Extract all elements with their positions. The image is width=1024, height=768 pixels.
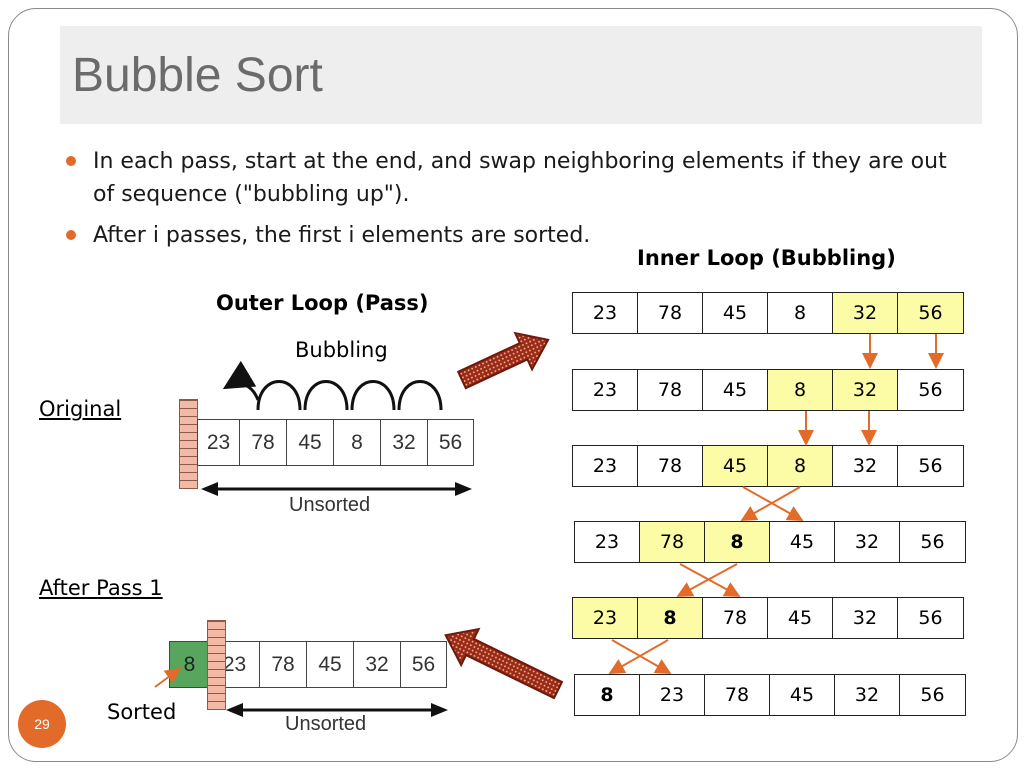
- array-cell: 23: [573, 598, 638, 638]
- bullet-text: After i passes, the first i elements are…: [93, 223, 591, 248]
- bullet-dot-icon: [66, 156, 76, 166]
- array-cell: 32: [835, 675, 900, 715]
- array-cell: 45: [703, 446, 768, 486]
- array-cell: 23: [573, 293, 638, 333]
- array-cell: 56: [898, 370, 963, 410]
- unsorted-label-bottom: Unsorted: [285, 713, 367, 735]
- page-number-badge: 29: [18, 700, 66, 748]
- bullet-item: After i passes, the first i elements are…: [66, 219, 966, 252]
- slide-title: Bubble Sort: [72, 49, 323, 102]
- bullet-text: In each pass, start at the end, and swap…: [93, 149, 947, 207]
- bubbling-loops-icon: [222, 360, 443, 411]
- array-cell: 32: [833, 598, 898, 638]
- array-cell: 78: [638, 446, 703, 486]
- array-cell: 32: [833, 446, 898, 486]
- brick-wall-icon: [207, 620, 226, 710]
- after-pass-1-label: After Pass 1: [39, 576, 163, 600]
- array-cell: 32: [833, 293, 898, 333]
- array-cell: 45: [770, 675, 835, 715]
- array-cell: 23: [573, 446, 638, 486]
- big-arrow-to-inner-loop-icon: [456, 331, 550, 390]
- array-cell: 23: [575, 522, 640, 562]
- figure-cell: 45: [287, 420, 334, 465]
- array-cell: 56: [900, 522, 965, 562]
- array-cell: 78: [638, 370, 703, 410]
- array-cell: 56: [900, 675, 965, 715]
- unsorted-label-top: Unsorted: [289, 494, 371, 516]
- figure-cell: 32: [354, 642, 401, 687]
- array-cell: 8: [768, 446, 833, 486]
- inner-loop-label: Inner Loop (Bubbling): [637, 246, 896, 270]
- array-cell: 78: [703, 598, 768, 638]
- bullet-item: In each pass, start at the end, and swap…: [66, 145, 966, 211]
- sorted-pointer-arrow: [154, 667, 182, 688]
- array-cell: 23: [573, 370, 638, 410]
- figure-cell: 45: [307, 642, 354, 687]
- array-cell: 56: [898, 293, 963, 333]
- original-label: Original: [39, 397, 122, 421]
- bullet-list: In each pass, start at the end, and swap…: [66, 145, 966, 260]
- figure-cell: 56: [401, 642, 446, 687]
- figure-cell: 23: [198, 420, 240, 465]
- array-cell: 8: [705, 522, 770, 562]
- figure-cell: 8: [334, 420, 381, 465]
- figure-cell: 78: [260, 642, 307, 687]
- title-bar: [60, 26, 982, 124]
- figure-cell: 78: [240, 420, 287, 465]
- figure-cell: 56: [428, 420, 473, 465]
- array-cell: 45: [768, 598, 833, 638]
- array-cell: 78: [638, 293, 703, 333]
- array-cell: 78: [640, 522, 705, 562]
- brick-wall-icon: [179, 399, 198, 489]
- array-cell: 32: [835, 522, 900, 562]
- outer-loop-label: Outer Loop (Pass): [216, 291, 429, 315]
- array-cell: 45: [770, 522, 835, 562]
- array-cell: 8: [768, 370, 833, 410]
- swap-arrows: [608, 334, 944, 674]
- sorted-label: Sorted: [107, 700, 177, 724]
- bubbling-label: Bubbling: [295, 338, 388, 362]
- array-cell: 32: [833, 370, 898, 410]
- array-cell: 45: [703, 293, 768, 333]
- bullet-dot-icon: [66, 230, 76, 240]
- array-cell: 56: [898, 446, 963, 486]
- array-cell: 45: [703, 370, 768, 410]
- array-cell: 8: [768, 293, 833, 333]
- big-arrow-to-after-pass-icon: [444, 627, 564, 700]
- figure-cell: 32: [381, 420, 428, 465]
- array-cell: 23: [640, 675, 705, 715]
- array-cell: 56: [898, 598, 963, 638]
- array-cell: 8: [575, 675, 640, 715]
- array-cell: 8: [638, 598, 703, 638]
- array-cell: 78: [705, 675, 770, 715]
